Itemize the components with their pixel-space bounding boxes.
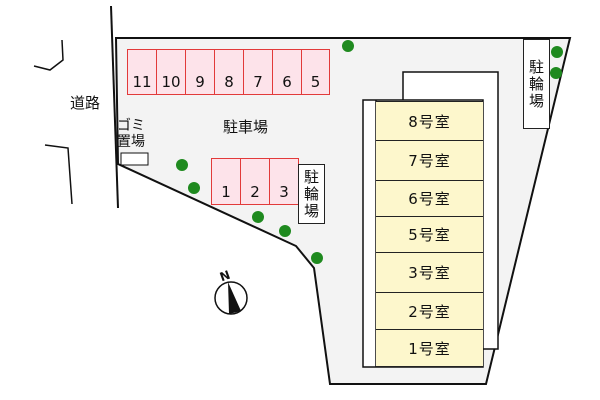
parking-slot: 1 [211, 158, 241, 205]
room-label: 6号室 [408, 190, 451, 208]
bike-parking-char: 輪 [528, 74, 544, 93]
parking-slot: 7 [243, 49, 273, 95]
bike-parking-char: 輪 [303, 184, 319, 203]
parking-slot: 10 [156, 49, 186, 95]
parking-slot: 2 [240, 158, 270, 205]
parking-lot-label: 駐車場 [223, 118, 269, 136]
road-edge-line [110, 5, 119, 209]
room-2: 2号室 [376, 292, 483, 329]
tree-icon [550, 67, 562, 79]
room-6: 6号室 [376, 180, 483, 216]
slot-number: 6 [282, 73, 292, 91]
slot-number: 11 [132, 73, 152, 91]
parking-slot: 9 [185, 49, 215, 95]
road-side-line [44, 144, 73, 205]
tree-icon [176, 159, 188, 171]
tree-icon [279, 225, 291, 237]
garbage-label-line2: 置場 [117, 134, 145, 150]
trees [176, 40, 563, 264]
bike-parking-center: 駐 輪 場 [298, 164, 325, 224]
tree-icon [311, 252, 323, 264]
road-label: 道路 [70, 94, 101, 112]
room-1: 1号室 [376, 329, 483, 367]
room-7: 7号室 [376, 140, 483, 180]
tree-icon [252, 211, 264, 223]
room-label: 3号室 [408, 264, 451, 282]
room-label: 8号室 [408, 112, 451, 131]
slot-number: 8 [224, 73, 234, 91]
parking-slot: 11 [127, 49, 157, 95]
room-label: 1号室 [408, 339, 451, 358]
bike-parking-char: 場 [303, 201, 319, 220]
slot-number: 3 [279, 183, 289, 201]
garbage-label-line1: ゴミ [117, 118, 145, 134]
tree-icon [188, 182, 200, 194]
slot-number: 7 [253, 73, 263, 91]
slot-number: 5 [310, 73, 321, 91]
road-side-line [33, 39, 64, 71]
room-5: 5号室 [376, 216, 483, 252]
tree-icon [551, 46, 563, 58]
room-label: 2号室 [408, 302, 451, 321]
bike-parking-char: 駐 [303, 167, 319, 186]
slot-number: 2 [250, 183, 260, 201]
north-compass-icon [214, 281, 248, 315]
bike-parking-char: 駐 [528, 57, 544, 76]
room-8: 8号室 [376, 101, 483, 140]
tree-icon [342, 40, 354, 52]
parking-slot: 6 [272, 49, 302, 95]
garbage-box [120, 152, 149, 166]
room-label: 5号室 [408, 226, 451, 244]
slot-number: 9 [195, 73, 205, 91]
parking-slot: 3 [269, 158, 299, 205]
room-3: 3号室 [376, 252, 483, 292]
slot-number: 10 [161, 73, 181, 91]
parking-slot: 5 [301, 49, 330, 95]
bike-parking-right: 駐 輪 場 [523, 39, 550, 129]
bike-parking-char: 場 [528, 91, 544, 110]
room-label: 7号室 [408, 152, 451, 170]
parking-slot: 8 [214, 49, 244, 95]
slot-number: 1 [221, 183, 231, 201]
